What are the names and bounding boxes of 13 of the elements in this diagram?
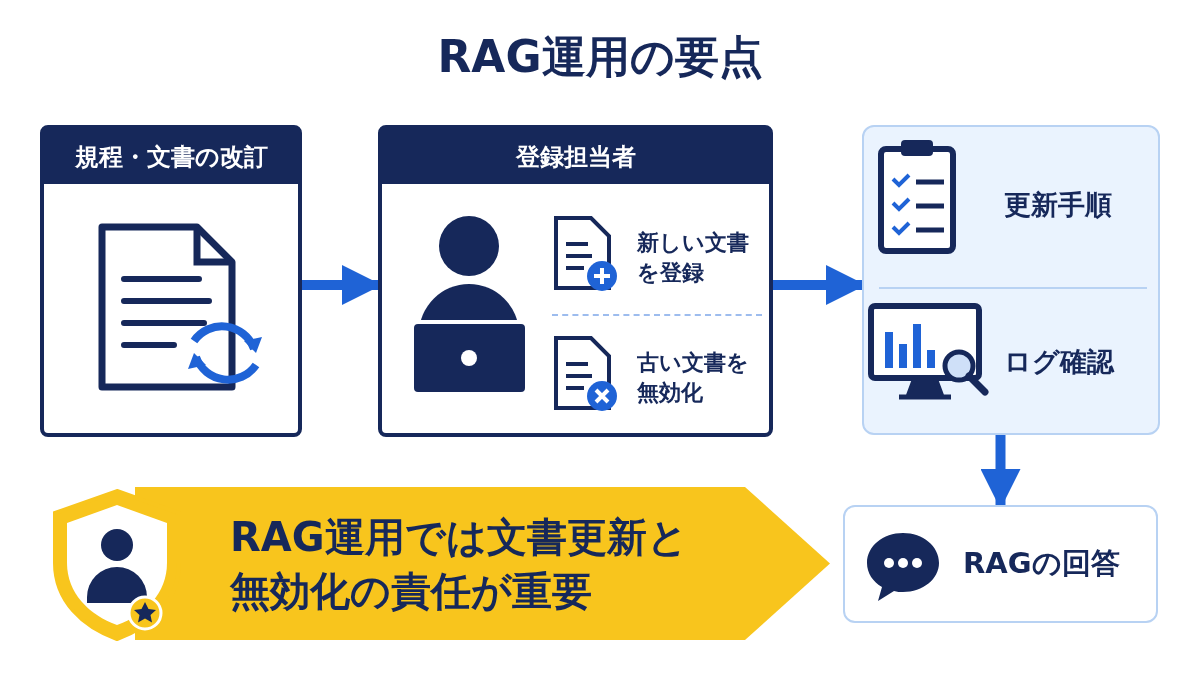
banner-text: RAG運用では文書更新と無効化の責任が重要	[230, 512, 689, 616]
output-box	[843, 505, 1158, 623]
box-text: RAGの回答	[963, 545, 1120, 582]
title: RAG運用の要点	[437, 31, 763, 82]
header-band: 登録担当者	[382, 129, 769, 184]
process-box	[40, 125, 302, 437]
step-text: 古い文書を無効化	[637, 350, 749, 405]
step-text: ログ確認	[1004, 345, 1114, 379]
header-band: 規程・文書の改訂	[44, 129, 298, 184]
step-text: 新しい文書を登録	[637, 230, 749, 285]
panel-box	[862, 125, 1160, 435]
process-box	[378, 125, 773, 437]
step-text: 更新手順	[1004, 187, 1112, 222]
